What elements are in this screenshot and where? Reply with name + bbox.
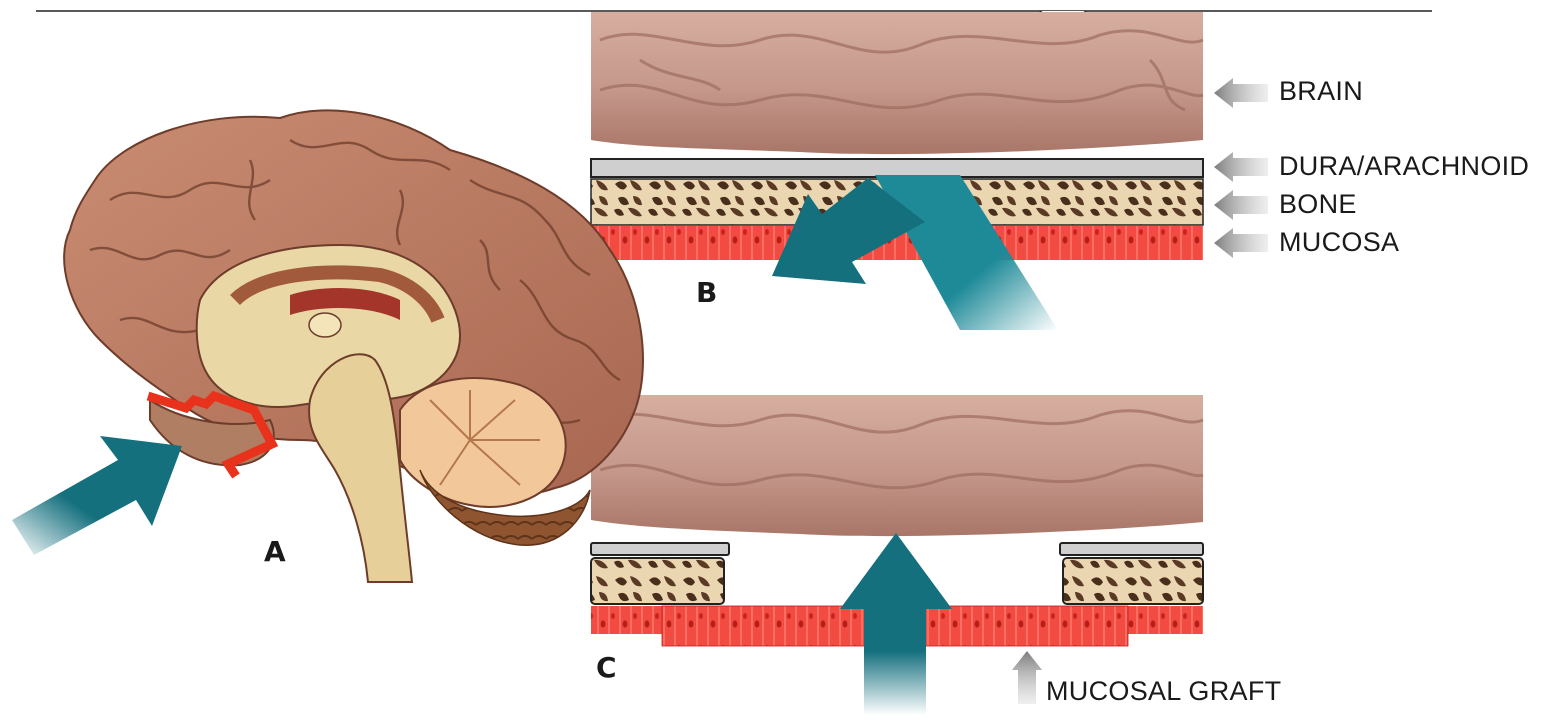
panel-label-b: B <box>696 276 717 309</box>
brain-label: BRAIN <box>1279 76 1363 107</box>
arrow-left-icon <box>1214 228 1268 258</box>
arrow-left-icon <box>1214 152 1268 182</box>
cerebellum-arbor <box>400 378 566 507</box>
mucosa-label: MUCOSA <box>1279 227 1399 258</box>
panel-c-dura-right <box>1060 543 1203 555</box>
thalamus <box>309 313 341 337</box>
panel-c-dura-left <box>591 543 729 555</box>
panel-b-dura-layer <box>591 159 1203 177</box>
panel-c-bone-left <box>591 558 724 604</box>
mucosal-graft-label: MUCOSAL GRAFT <box>1046 676 1281 707</box>
panel-c-cross-section <box>591 395 1203 715</box>
panel-c-brain-surface <box>591 395 1203 536</box>
bone-label: BONE <box>1279 189 1357 220</box>
panel-b-cross-section <box>591 12 1203 330</box>
arrow-left-icon <box>1214 190 1268 220</box>
panel-a-approach-arrow <box>12 436 182 555</box>
panel-label-c: C <box>596 651 617 684</box>
arrow-up-icon <box>1012 651 1042 704</box>
dura-arachnoid-label: DURA/ARACHNOID <box>1279 151 1529 182</box>
panel-c-bone-right <box>1063 558 1203 604</box>
panel-label-a: A <box>264 535 286 568</box>
arrow-left-icon <box>1214 78 1268 108</box>
